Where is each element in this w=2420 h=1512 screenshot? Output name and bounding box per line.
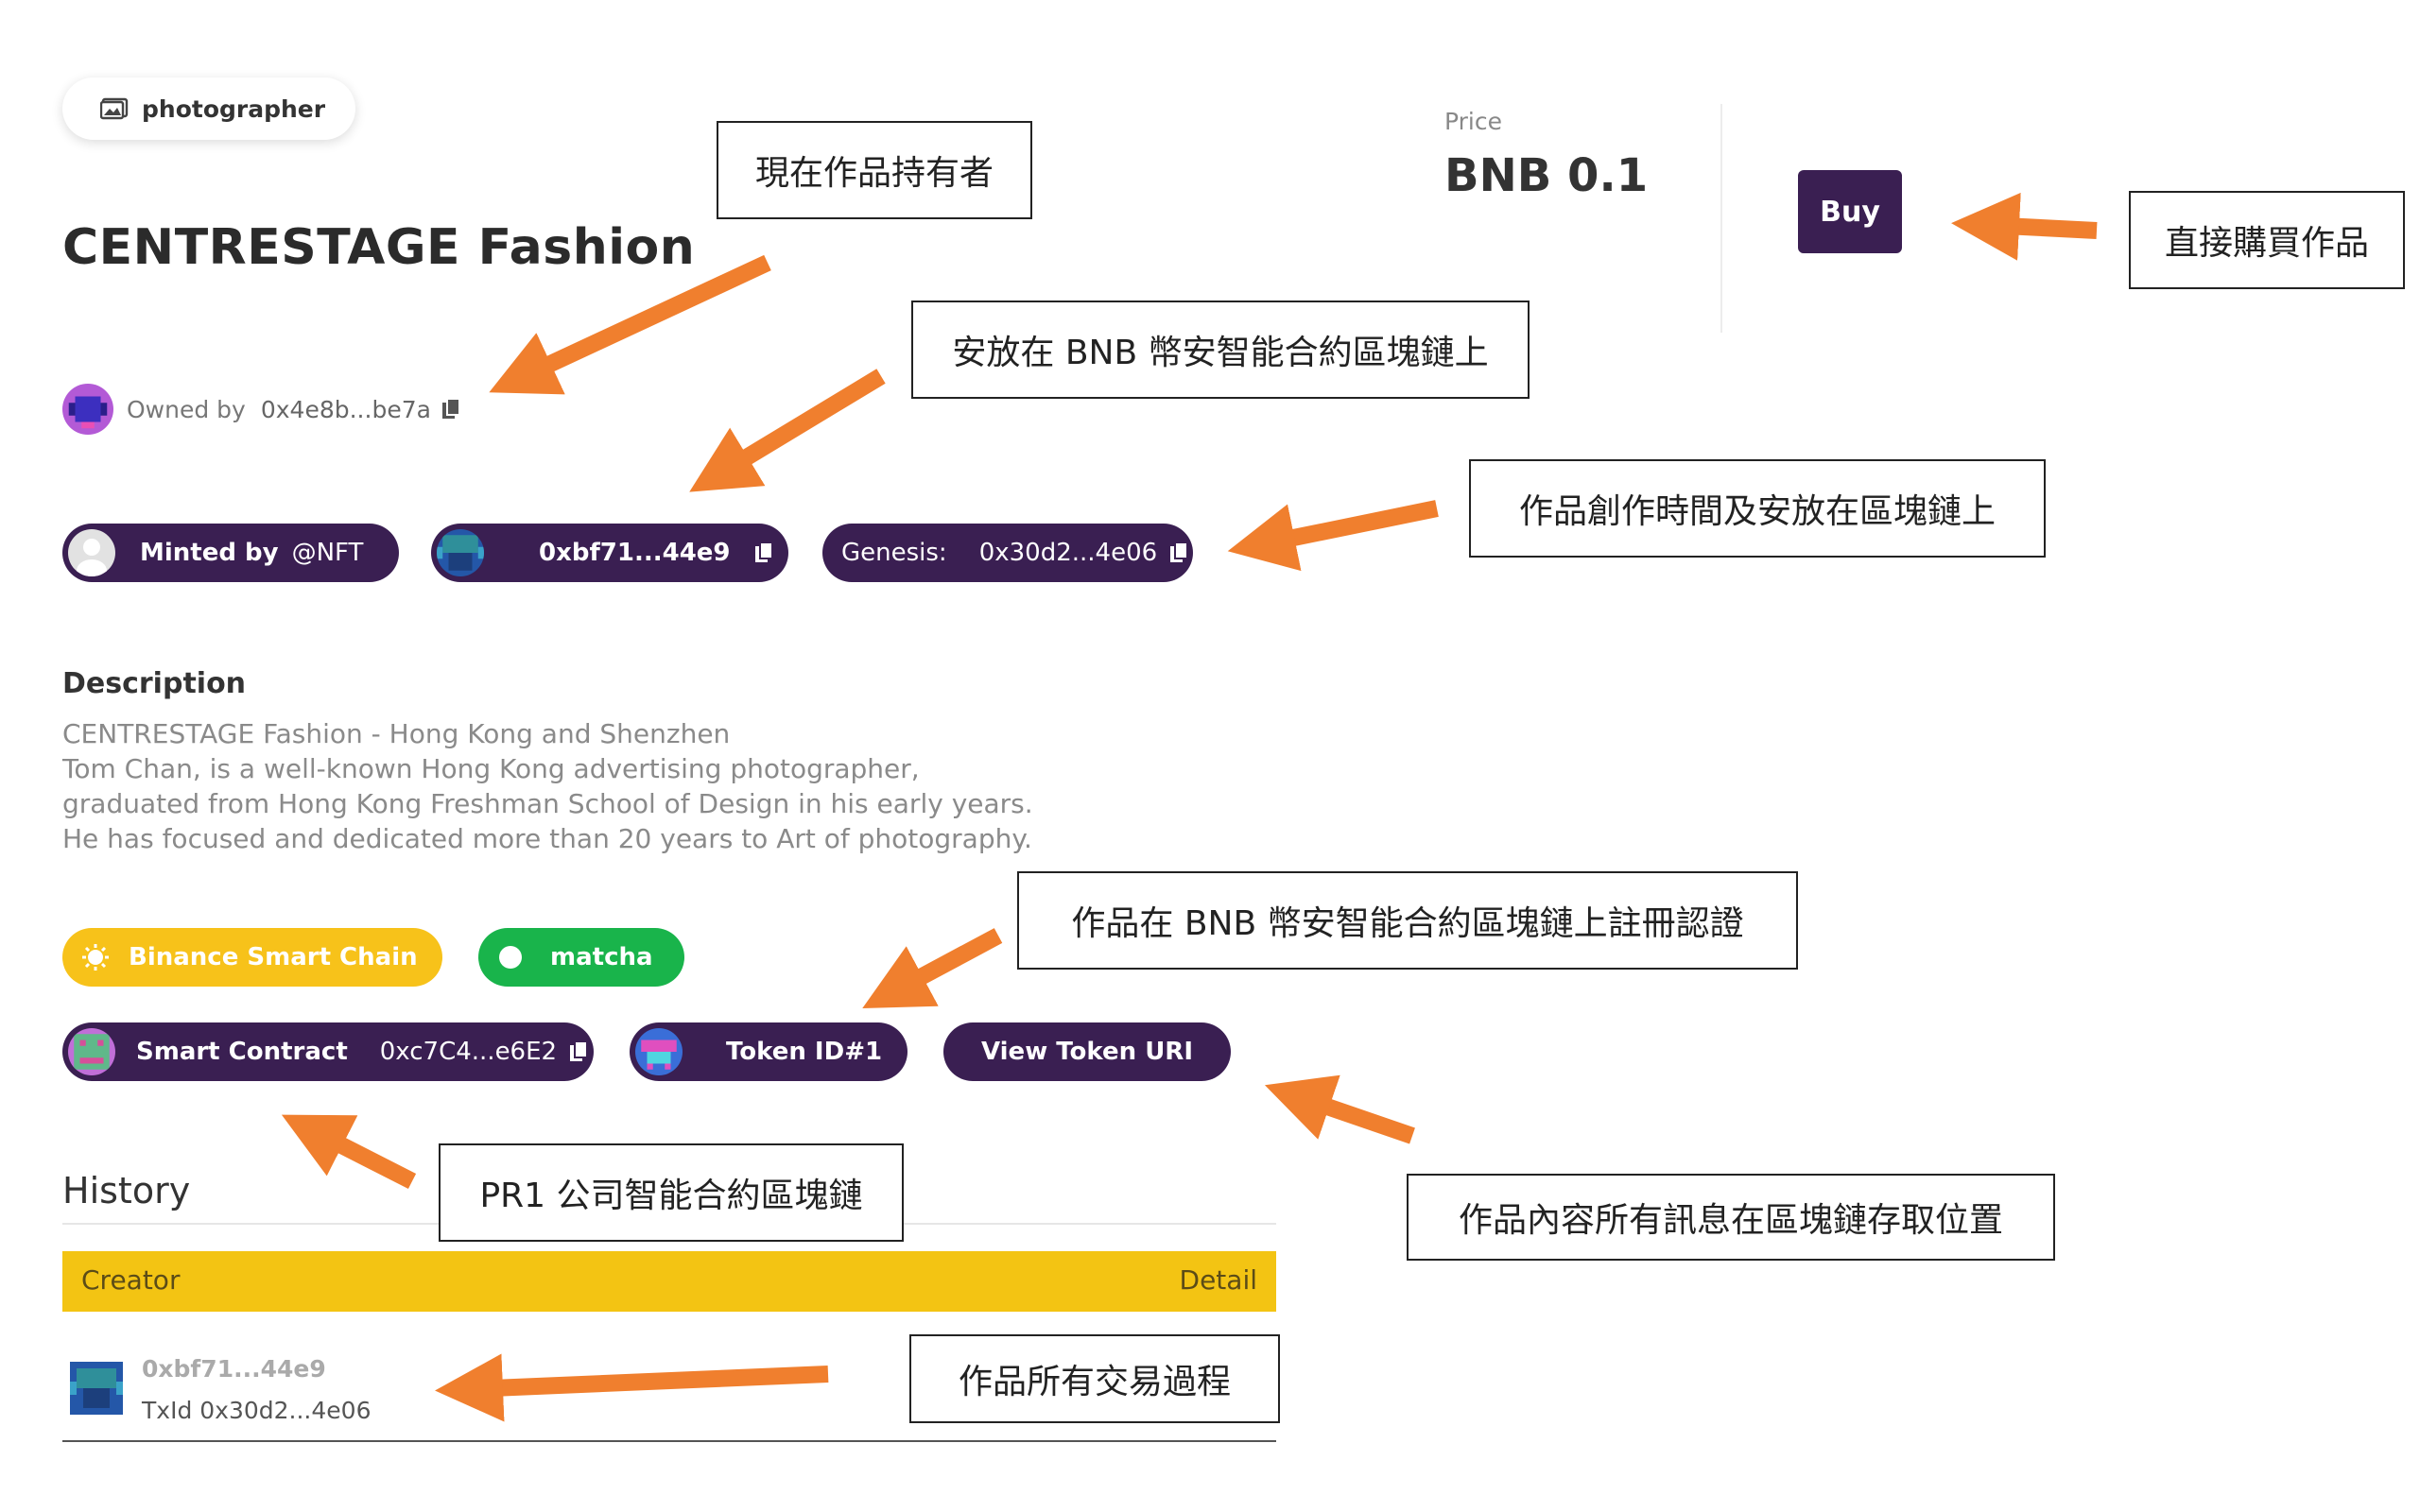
chain-pill[interactable]: Binance Smart Chain (62, 928, 442, 987)
view-token-uri-button[interactable]: View Token URI (943, 1022, 1231, 1081)
divider (62, 1440, 1276, 1442)
circle-icon (499, 946, 522, 969)
arrow (1951, 192, 2098, 261)
annotation-buy: 直接購買作品 (2129, 191, 2405, 289)
page-title: CENTRESTAGE Fashion (62, 219, 696, 276)
category-pill[interactable]: photographer (62, 77, 355, 140)
price-label: Price (1444, 108, 1502, 135)
owner-avatar (62, 384, 113, 435)
history-table-header: Creator Detail (62, 1251, 1276, 1312)
matcha-pill[interactable]: matcha (478, 928, 684, 987)
smart-contract-pill[interactable]: Smart Contract 0xc7C4...e6E2 (62, 1022, 594, 1081)
price-value: BNB 0.1 (1444, 149, 1649, 202)
history-row-txid[interactable]: TxId 0x30d2...4e06 (142, 1397, 372, 1424)
chain-label: Binance Smart Chain (129, 943, 418, 971)
arrow (862, 928, 1003, 1008)
sun-icon (82, 944, 109, 971)
smart-contract-address: 0xc7C4...e6E2 (379, 1038, 558, 1066)
buy-button[interactable]: Buy (1798, 170, 1902, 253)
creator-address-pill[interactable]: 0xbf71...44e9 (431, 524, 788, 582)
genesis-value: 0x30d2...4e06 (978, 539, 1158, 567)
history-heading: History (62, 1170, 191, 1211)
arrow (689, 369, 886, 492)
genesis-pill[interactable]: Genesis: 0x30d2...4e06 (822, 524, 1193, 582)
token-id-pill[interactable]: Token ID#1 (630, 1022, 908, 1081)
owner-address[interactable]: 0x4e8b...be7a (260, 395, 431, 423)
image-frame-icon (100, 97, 129, 120)
arrow (1227, 500, 1439, 572)
copy-icon[interactable] (753, 541, 774, 565)
description-line: CENTRESTAGE Fashion - Hong Kong and Shen… (62, 718, 731, 749)
annotation-owner: 現在作品持有者 (717, 121, 1032, 219)
owner-row: Owned by 0x4e8b...be7a (62, 384, 461, 435)
annotation-history: 作品所有交易過程 (909, 1334, 1280, 1423)
history-col-detail: Detail (1179, 1264, 1257, 1296)
arrow (435, 1353, 829, 1422)
token-id-label: Token ID#1 (726, 1038, 883, 1066)
minted-by-value: @NFT (291, 539, 364, 567)
history-col-creator: Creator (81, 1264, 181, 1296)
annotation-contract: PR1 公司智能合約區塊鏈 (439, 1143, 904, 1242)
arrow (489, 254, 771, 395)
minter-avatar (68, 529, 115, 576)
view-token-uri-label: View Token URI (980, 1038, 1194, 1066)
arrow (1264, 1074, 1415, 1144)
annotation-uri: 作品內容所有訊息在區塊鏈存取位置 (1407, 1174, 2055, 1261)
annotation-genesis: 作品創作時間及安放在區塊鏈上 (1469, 459, 2046, 558)
copy-icon[interactable] (568, 1040, 589, 1064)
description-line: He has focused and dedicated more than 2… (62, 823, 1032, 854)
creator-avatar (437, 529, 484, 576)
arrow (281, 1114, 417, 1190)
matcha-label: matcha (550, 943, 653, 971)
history-row-address[interactable]: 0xbf71...44e9 (142, 1355, 326, 1383)
minted-by-label: Minted by (140, 539, 279, 567)
description-line: Tom Chan, is a well-known Hong Kong adve… (62, 753, 920, 784)
copy-icon[interactable] (1168, 541, 1189, 565)
description-heading: Description (62, 667, 247, 700)
creator-address: 0xbf71...44e9 (539, 539, 731, 567)
genesis-label: Genesis: (841, 539, 947, 567)
description-line: graduated from Hong Kong Freshman School… (62, 788, 1033, 819)
smart-contract-label: Smart Contract (136, 1038, 348, 1066)
annotation-chain: 安放在 BNB 幣安智能合約區塊鏈上 (911, 301, 1530, 399)
history-row-avatar (70, 1361, 123, 1416)
category-label: photographer (142, 94, 326, 123)
annotation-token: 作品在 BNB 幣安智能合約區塊鏈上註冊認證 (1017, 871, 1798, 970)
divider (1720, 104, 1722, 333)
token-avatar (635, 1028, 683, 1075)
copy-icon[interactable] (441, 397, 461, 421)
owner-label: Owned by (127, 395, 246, 423)
contract-avatar (68, 1028, 115, 1075)
minted-by-pill[interactable]: Minted by @NFT (62, 524, 399, 582)
